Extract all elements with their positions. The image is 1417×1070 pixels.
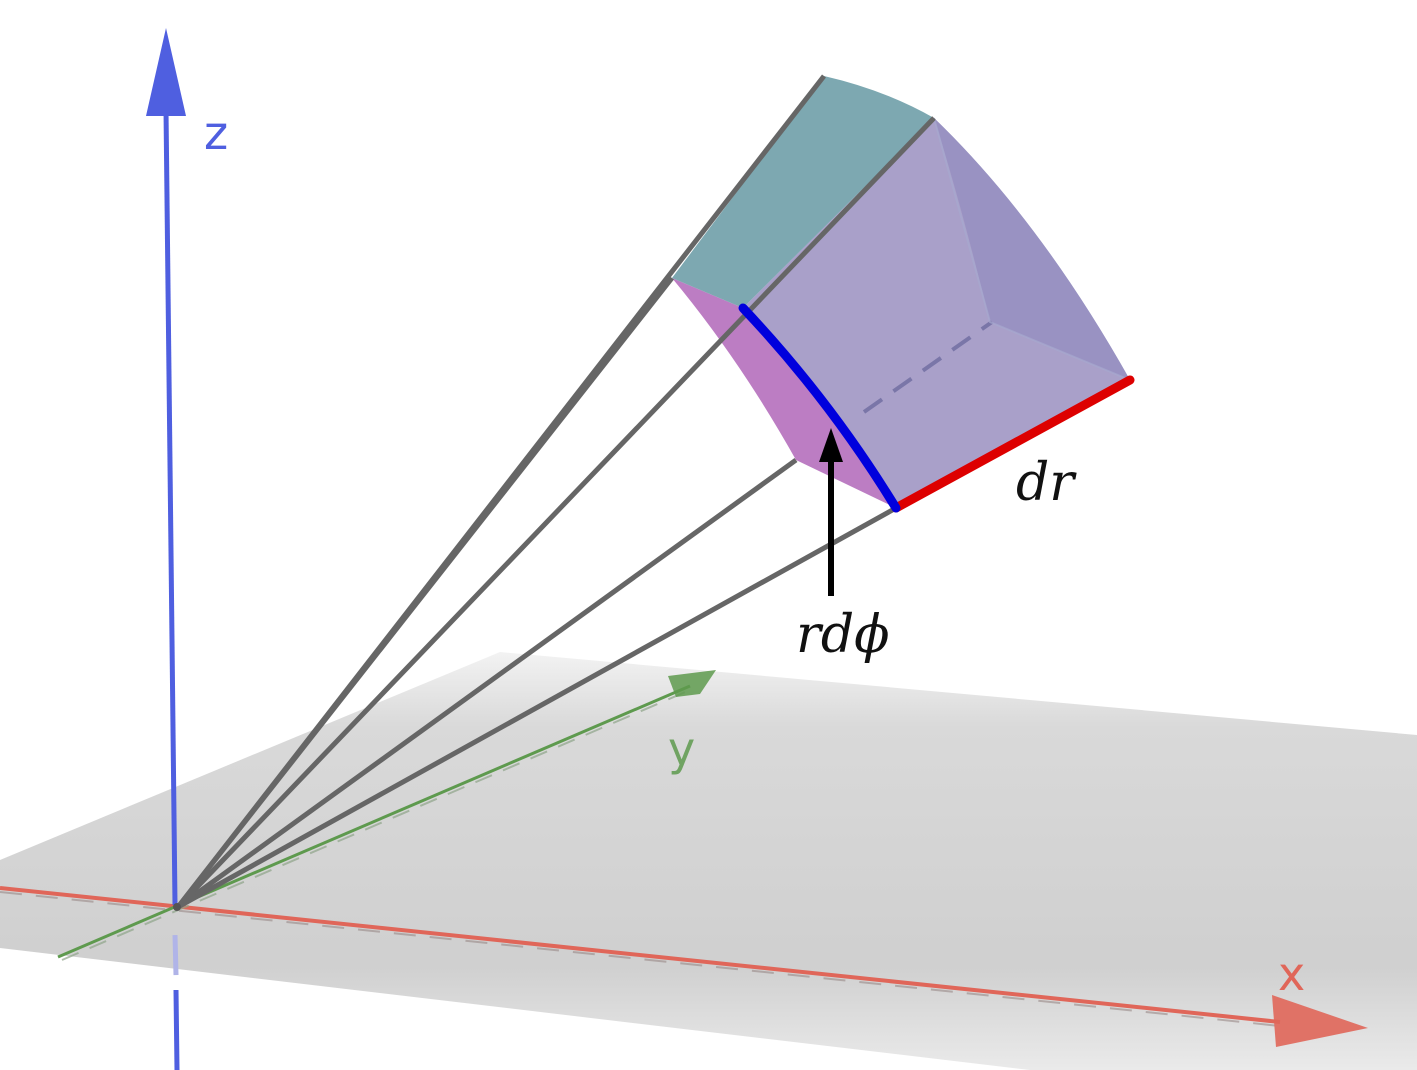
y-axis-dash	[61, 689, 691, 961]
ray-inner-left	[176, 276, 674, 909]
z-axis-line	[163, 109, 178, 906]
ray-top-front	[176, 116, 936, 909]
z-axis-hidden-segment	[172, 934, 179, 976]
y-axis-arrowhead	[668, 670, 716, 697]
x-axis-line	[0, 886, 1281, 1024]
rdphi-pointer-arrowhead	[819, 428, 843, 462]
z-axis: z	[146, 28, 228, 1070]
dr-label: dr	[1016, 453, 1077, 513]
rdphi-label: rdϕ	[796, 605, 890, 665]
y-axis-label: y	[668, 722, 695, 776]
top-face	[672, 76, 934, 308]
volume-element	[672, 76, 1131, 508]
ray-bottom-front	[176, 505, 898, 910]
rdphi-edge	[738, 303, 901, 513]
back-edges	[933, 117, 1131, 381]
x-axis: x	[0, 886, 1368, 1047]
xy-plane	[0, 652, 1417, 1070]
x-axis-arrowhead	[1272, 995, 1368, 1047]
y-axis: y	[57, 670, 716, 961]
z-axis-lower-segment	[173, 989, 180, 1070]
x-axis-label: x	[1278, 947, 1305, 1001]
radial-rays	[176, 74, 936, 910]
ray-bottom-back	[176, 457, 798, 910]
z-axis-arrowhead	[146, 28, 186, 116]
y-axis-line	[57, 684, 691, 959]
origin-point	[173, 903, 181, 911]
z-axis-label: z	[204, 106, 228, 160]
dr-edge	[891, 375, 1135, 513]
hidden-edge	[862, 320, 994, 414]
